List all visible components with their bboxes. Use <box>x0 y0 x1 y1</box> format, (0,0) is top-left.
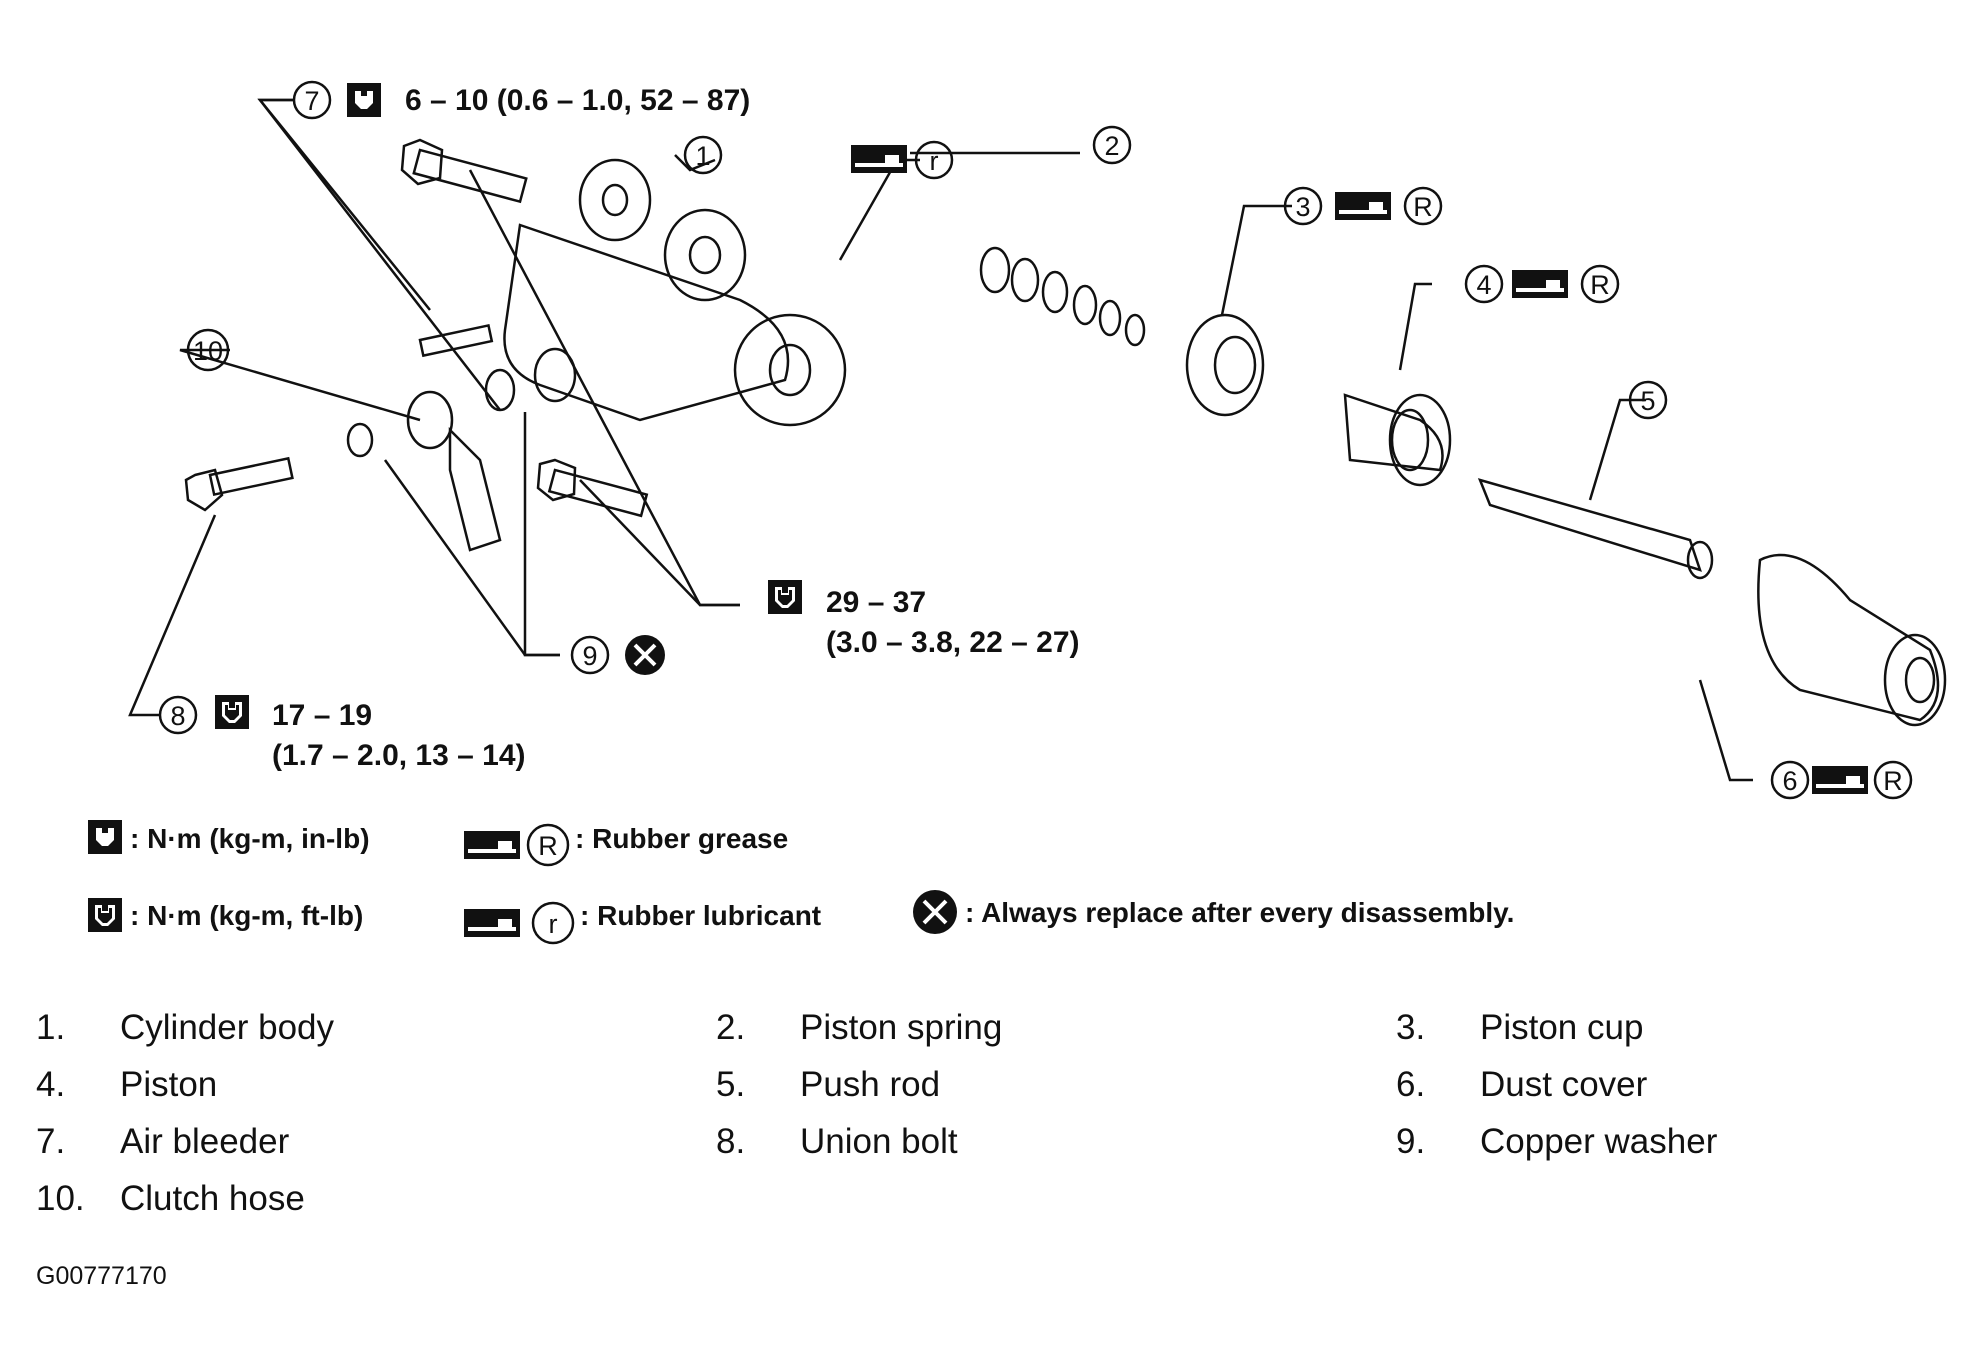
legend-grease-mark: R <box>538 831 558 861</box>
torque-wrench-icon <box>88 820 122 854</box>
callout-5: 5 <box>1640 386 1655 416</box>
grease-gun-icon <box>464 831 520 859</box>
rubber-lubricant-mark: r <box>930 146 939 176</box>
callout-3: 3 <box>1295 192 1310 222</box>
figure-code: G00777170 <box>36 1262 167 1290</box>
callout-7: 7 <box>304 86 319 116</box>
rubber-grease-mark-4: R <box>1590 270 1610 300</box>
callout-1: 1 <box>695 141 710 171</box>
torque-union-bolt-2: (1.7 – 2.0, 13 – 14) <box>272 739 526 772</box>
legend-rubber-grease: : Rubber grease <box>575 823 788 854</box>
grease-gun-icon <box>851 145 907 173</box>
legend-rubber-lubricant: : Rubber lubricant <box>580 900 821 931</box>
callout-2: 2 <box>1104 131 1119 161</box>
torque-union-bolt-1: 17 – 19 <box>272 699 372 732</box>
grease-gun-icon <box>464 909 520 937</box>
grease-gun-icon <box>1512 270 1568 298</box>
callout-6: 6 <box>1782 766 1797 796</box>
callout-9: 9 <box>582 641 597 671</box>
rubber-grease-mark-3: R <box>1413 192 1433 222</box>
torque-cylinder-bolts-1: 29 – 37 <box>826 586 926 619</box>
legend-always-replace: : Always replace after every disassembly… <box>965 897 1514 928</box>
replace-x-icon <box>625 635 665 675</box>
torque-wrench-icon <box>88 898 122 932</box>
torque-air-bleeder: 6 – 10 (0.6 – 1.0, 52 – 87) <box>405 84 750 117</box>
torque-wrench-icon <box>347 83 381 117</box>
torque-wrench-icon <box>768 580 802 614</box>
legend-lubricant-mark: r <box>549 909 558 939</box>
legend-nm-in-lb: : N·m (kg-m, in-lb) <box>130 823 370 854</box>
torque-wrench-icon <box>215 695 249 729</box>
exploded-view-diagram: 7 1 2 3 4 5 6 8 9 10 r R R R R r 6 – 10 … <box>88 80 1947 945</box>
grease-gun-icon <box>1335 192 1391 220</box>
replace-x-icon <box>913 890 957 934</box>
callout-4: 4 <box>1476 270 1491 300</box>
legend-nm-ft-lb: : N·m (kg-m, ft-lb) <box>130 900 363 931</box>
callout-8: 8 <box>170 701 185 731</box>
callout-10: 10 <box>193 336 223 366</box>
rubber-grease-mark-6: R <box>1883 766 1903 796</box>
torque-cylinder-bolts-2: (3.0 – 3.8, 22 – 27) <box>826 626 1080 659</box>
grease-gun-icon <box>1812 766 1868 794</box>
